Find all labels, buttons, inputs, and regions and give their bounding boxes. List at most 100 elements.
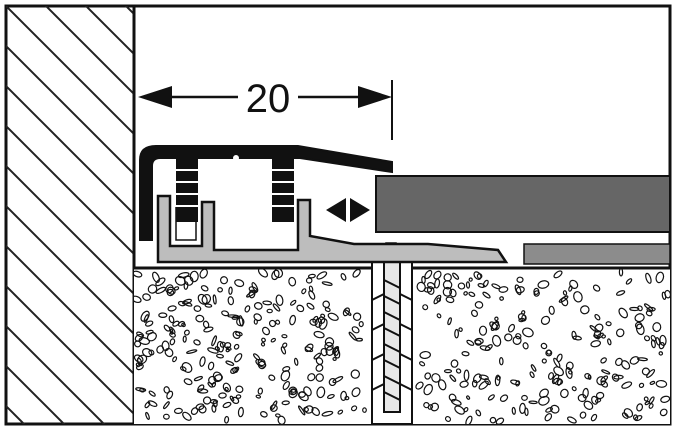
screed-pebble: [351, 405, 358, 412]
screed-pebble: [270, 337, 276, 343]
screed-pebble: [304, 405, 314, 414]
screed-pebble: [289, 314, 297, 326]
screed-pebble: [494, 374, 501, 387]
screed-pebble: [629, 356, 640, 365]
screed-pebble: [301, 288, 307, 295]
screed-pebble: [465, 281, 471, 289]
screed-pebble: [275, 294, 284, 306]
screed-pebble: [454, 328, 460, 339]
screed-pebble: [458, 327, 463, 332]
screed-pebble: [465, 415, 473, 424]
screed-pebble: [529, 371, 535, 379]
screed-pebble: [495, 417, 505, 424]
screed-pebble: [491, 321, 500, 331]
screed-pebble: [445, 296, 455, 304]
screed-pebble: [636, 403, 644, 412]
screed-pebble: [459, 380, 469, 388]
screed-pebble: [304, 343, 314, 353]
screed-pebble: [452, 272, 460, 280]
screed-pebble: [567, 416, 577, 424]
screed-pebble: [569, 279, 579, 289]
screed-pebble: [321, 410, 334, 417]
screed-pebble: [461, 351, 470, 357]
screed-pebble: [544, 413, 553, 422]
screed-pebble: [168, 315, 175, 324]
screed-pebble: [234, 279, 245, 288]
screed-pebble: [466, 339, 475, 346]
screed-pebble: [307, 273, 316, 279]
screed-pebble: [572, 335, 582, 341]
screed-pebble: [166, 288, 175, 297]
screed-pebble: [293, 357, 299, 366]
screed-pebble: [271, 400, 278, 410]
screed-pebble: [521, 394, 528, 401]
screed-pebble: [472, 373, 482, 384]
screed-pebble: [209, 398, 219, 405]
screed-pebble: [297, 405, 306, 416]
screed-pebble: [621, 360, 631, 370]
screed-pebble: [324, 341, 334, 351]
screed-pebble: [473, 271, 482, 280]
screed-pebble: [415, 381, 424, 390]
screed-pebble: [596, 332, 604, 339]
screed-pebble: [594, 313, 601, 321]
screed-pebble: [342, 307, 350, 317]
screed-pebble: [423, 383, 434, 396]
double-arrow-icon: [326, 198, 370, 222]
screed-pebble: [280, 370, 291, 382]
screed-pebble: [202, 396, 212, 405]
screed-pebble: [315, 373, 324, 382]
screed-pebble: [423, 287, 433, 293]
screed-pebble: [308, 285, 314, 293]
screed-pebble: [332, 356, 337, 362]
screed-pebble: [222, 401, 232, 409]
screed-pebble: [238, 315, 244, 327]
screed-pebble: [182, 335, 187, 343]
screed-pebble: [155, 277, 166, 287]
screed-pebble: [522, 342, 529, 350]
screed-pebble: [512, 335, 522, 345]
screed-pebble: [649, 380, 656, 385]
screed-pebble: [211, 335, 217, 347]
screed-pebble: [449, 288, 457, 298]
screed-pebble: [634, 415, 643, 422]
screed-pebble: [474, 301, 484, 309]
screed-pebble: [436, 313, 442, 319]
screed-pebble: [296, 304, 305, 313]
screed-pebble: [162, 401, 170, 410]
screed-pebble: [519, 402, 526, 414]
screed-pebble: [611, 373, 620, 382]
screed-pebble: [223, 342, 232, 349]
screed-pebble: [433, 294, 442, 305]
screed-pebble: [590, 340, 602, 348]
screed-pebble: [266, 308, 273, 314]
screed-pebble: [577, 393, 587, 403]
screed-pebble: [261, 337, 266, 343]
screed-pebble: [212, 371, 223, 382]
screed-pebble: [145, 320, 154, 327]
floor-covering: [375, 175, 671, 233]
screed-pebble: [474, 337, 484, 345]
screed-pebble: [607, 338, 612, 346]
screed-pebble: [548, 305, 555, 315]
screed-pebble: [289, 299, 297, 306]
screed-pebble: [618, 307, 628, 319]
screed-pebble: [197, 293, 208, 305]
screed-pebble: [571, 386, 577, 392]
screed-pebble: [514, 284, 522, 296]
screed-pebble: [309, 318, 318, 326]
screed-pebble: [658, 351, 664, 356]
screed-pebble: [466, 395, 471, 400]
screed-pebble: [528, 400, 538, 405]
screed-pebble: [219, 276, 229, 285]
screed-pebble: [156, 345, 165, 354]
wall: [6, 6, 136, 424]
screed-pebble: [147, 284, 158, 294]
screed-pebble: [589, 325, 599, 333]
screed-pebble: [219, 341, 226, 348]
screed-pebble: [306, 302, 315, 310]
screed-pebble: [173, 407, 183, 415]
screed-pebble: [234, 353, 243, 363]
screed-pebble: [271, 269, 280, 281]
screed-pebble: [537, 280, 550, 289]
